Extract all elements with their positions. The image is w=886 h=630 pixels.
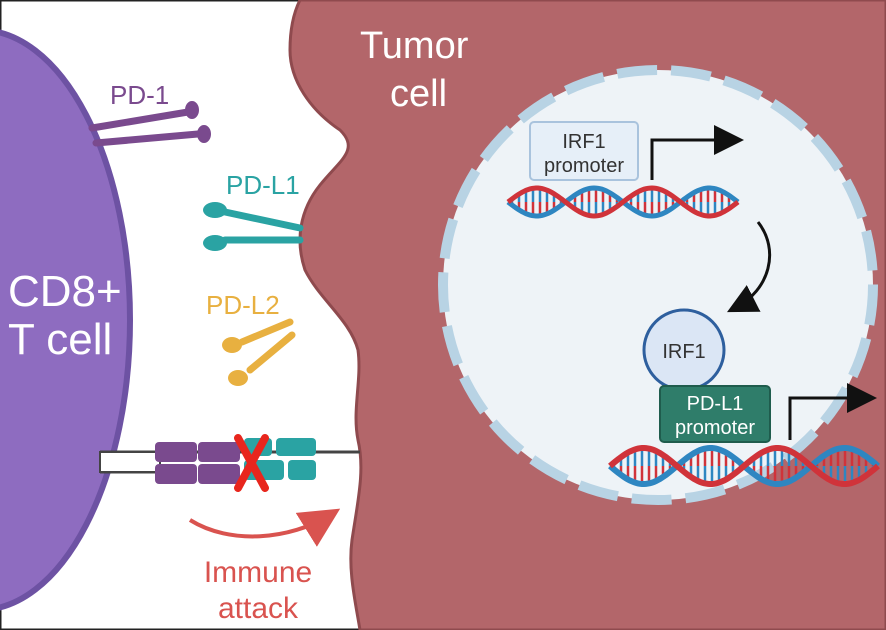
dna-strand-red [506, 185, 740, 219]
irf1-protein-label: IRF1 [662, 341, 705, 363]
dna-helix-1 [506, 185, 740, 219]
pdl1-label: PD-L1 [226, 170, 300, 200]
nucleus [438, 65, 878, 505]
t-cell [0, 29, 133, 611]
pdl1-ligand [203, 202, 304, 251]
tumor-label-line2: cell [390, 73, 447, 115]
pd1-receptor [88, 101, 211, 147]
immune-attack-label-line2: attack [218, 592, 299, 625]
dna-strand-red [608, 445, 880, 487]
pdl1-promoter-box [659, 385, 771, 443]
tumor-label-line1: Tumor [360, 25, 469, 67]
irf1-promoter-box [529, 121, 639, 181]
pdl1-promoter-label-line2: promoter [675, 417, 755, 439]
dna-helix-2 [608, 445, 880, 487]
pdl2-label: PD-L2 [206, 290, 280, 320]
pdl2-ligand [222, 318, 296, 386]
immune-attack-arrow [188, 508, 341, 547]
pdl1-promoter-label-line1: PD-L1 [687, 393, 744, 415]
transcription-arrow-2 [788, 383, 877, 440]
expression-arrow [726, 221, 772, 313]
irf1-promoter-label-line2: promoter [544, 155, 624, 177]
irf1-promoter-label-line1: IRF1 [562, 131, 605, 153]
immune-attack-label-line1: Immune [204, 556, 312, 589]
tcell-label-line2: T cell [8, 315, 112, 364]
tcr-mhc-complex [99, 438, 360, 484]
transcription-arrow-1 [650, 125, 744, 180]
blocked-x-icon [234, 434, 269, 492]
pd1-label: PD-1 [110, 80, 169, 110]
tcell-label-line1: CD8+ [8, 267, 122, 316]
